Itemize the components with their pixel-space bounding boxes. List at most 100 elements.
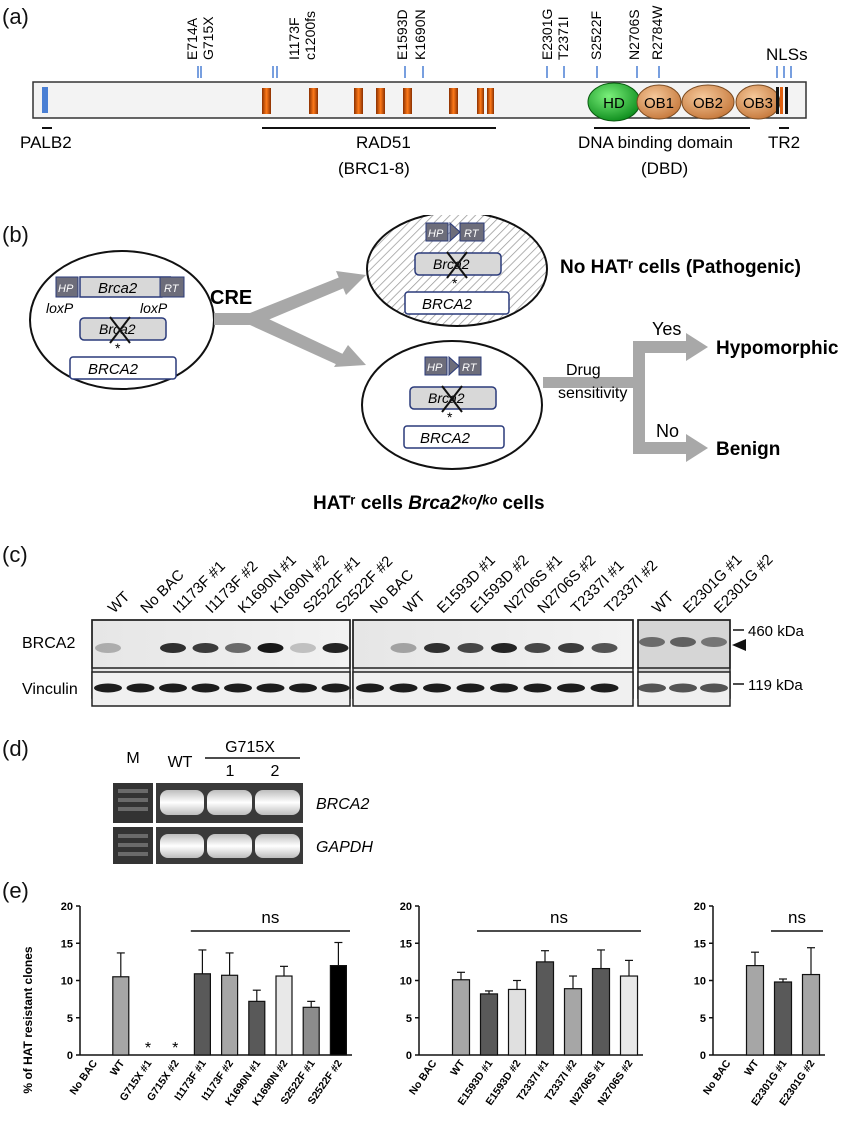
palb2-label: PALB2 xyxy=(20,133,72,152)
hat-selection-schematic: HP Brca2 RT loxP loxP Brca2 * BRCA2 CRE … xyxy=(29,215,839,514)
bar xyxy=(248,1000,266,1056)
gel-band xyxy=(255,790,300,815)
domain-label: OB3 xyxy=(743,95,773,112)
bar xyxy=(479,993,499,1056)
svg-text:BRCA2: BRCA2 xyxy=(88,361,139,378)
y-tick-label: 15 xyxy=(61,938,73,950)
svg-text:loxP: loxP xyxy=(46,300,74,316)
brc-repeat xyxy=(376,88,385,114)
vinculin-band xyxy=(700,683,728,693)
brca2-gel-label: BRCA2 xyxy=(316,796,369,813)
panel-label-c: (c) xyxy=(2,542,28,567)
y-tick-label: 5 xyxy=(700,1013,706,1025)
y-tick-label: 5 xyxy=(67,1013,73,1025)
domain-label: OB2 xyxy=(693,95,723,112)
mutation-label: E1593D xyxy=(394,9,410,60)
arrow-icon xyxy=(732,639,746,651)
kda119-label: 119 kDa xyxy=(748,677,803,694)
brc-repeat xyxy=(309,88,318,114)
svg-text:*: * xyxy=(447,409,453,425)
bar xyxy=(535,961,555,1056)
asterisk-annotation: * xyxy=(172,1040,178,1057)
brca2-band xyxy=(457,643,484,653)
bar xyxy=(773,981,793,1056)
brca2-band xyxy=(491,643,517,653)
vinculin-band xyxy=(224,683,252,693)
brca2-band xyxy=(322,643,349,653)
hat-resistance-charts: % of HAT resistant clones 0 5 10 15 20 No BAC… xyxy=(21,901,825,1108)
drug-label: Drug xyxy=(566,362,601,379)
brc-repeat xyxy=(403,88,412,114)
rad51-label: RAD51 xyxy=(356,133,411,152)
vinculin-band xyxy=(126,683,155,693)
brca2-band xyxy=(424,643,450,653)
panel-label-a: (a) xyxy=(2,4,29,29)
bar xyxy=(275,975,293,1056)
mutation-label: G715X xyxy=(200,16,216,60)
pathogenic-label: No HATʳ cells (Pathogenic) xyxy=(560,257,801,278)
brca2-band xyxy=(290,643,316,653)
brc-repeat xyxy=(487,88,494,114)
gel-band xyxy=(207,790,252,815)
vinculin-band xyxy=(256,683,285,693)
brca2-band xyxy=(670,637,696,647)
svg-text:RT: RT xyxy=(164,283,180,295)
svg-text:Brca2: Brca2 xyxy=(99,321,136,337)
bar xyxy=(193,973,211,1056)
mutation-label: I1173F xyxy=(286,17,302,60)
x-tick-label: WT xyxy=(108,1057,128,1078)
brca2-band xyxy=(591,643,618,653)
brca2-band xyxy=(390,643,417,653)
vinculin-band xyxy=(590,683,619,693)
svg-text:*: * xyxy=(115,340,121,356)
y-tick-label: 0 xyxy=(700,1050,706,1062)
lane-label: WT xyxy=(649,588,678,617)
y-tick-label: 20 xyxy=(400,901,412,913)
bar xyxy=(563,988,583,1056)
bar xyxy=(507,988,527,1056)
bar xyxy=(451,979,471,1056)
svg-text:WT: WT xyxy=(168,754,193,771)
mutation-label: T2371I xyxy=(555,16,571,60)
x-tick-label: No BAC xyxy=(407,1058,440,1098)
y-tick-label: 10 xyxy=(694,976,706,988)
significance-label: ns xyxy=(788,908,806,927)
x-tick-label: WT xyxy=(742,1057,762,1078)
hp-box xyxy=(55,276,79,298)
no-label: No xyxy=(656,421,679,441)
mutation-label: E714A xyxy=(184,17,200,60)
mutation-label: K1690N xyxy=(412,9,428,60)
kda460-label: 460 kDa xyxy=(748,623,805,640)
rt-box xyxy=(159,276,185,298)
y-tick-label: 15 xyxy=(694,938,706,950)
bar xyxy=(801,973,821,1056)
vinculin-band xyxy=(638,683,666,693)
svg-text:RT: RT xyxy=(462,362,478,374)
svg-text:loxP: loxP xyxy=(140,300,168,316)
y-tick-label: 15 xyxy=(400,938,412,950)
domain-label: OB1 xyxy=(644,95,674,112)
rtpcr-gel-panel: M WT G715X 1 2 BRCA2 GAPDH xyxy=(113,739,373,864)
vinculin-band xyxy=(423,683,451,693)
mutation-label: N2706S xyxy=(626,9,642,60)
gel-band xyxy=(255,834,300,858)
dbd-label: DNA binding domain xyxy=(578,133,733,152)
y-tick-label: 10 xyxy=(400,976,412,988)
svg-text:*: * xyxy=(452,275,458,291)
cre-label: CRE xyxy=(210,287,252,309)
mutation-label: S2522F xyxy=(588,11,604,60)
y-axis-title: % of HAT resistant clones xyxy=(21,946,35,1093)
brca2-band xyxy=(558,643,584,653)
brca2-band xyxy=(225,643,251,653)
vinculin-band xyxy=(389,683,418,693)
x-tick-label: WT xyxy=(448,1057,468,1078)
y-tick-label: 0 xyxy=(67,1050,73,1062)
brca2-row-label: BRCA2 xyxy=(22,635,75,652)
vinculin-band xyxy=(523,683,552,693)
mutation-label: E2301G xyxy=(539,9,555,60)
mutation-label: c1200fs xyxy=(302,11,318,60)
nls-label: NLSs xyxy=(766,45,808,64)
mutation-label: R2784W xyxy=(649,5,665,60)
